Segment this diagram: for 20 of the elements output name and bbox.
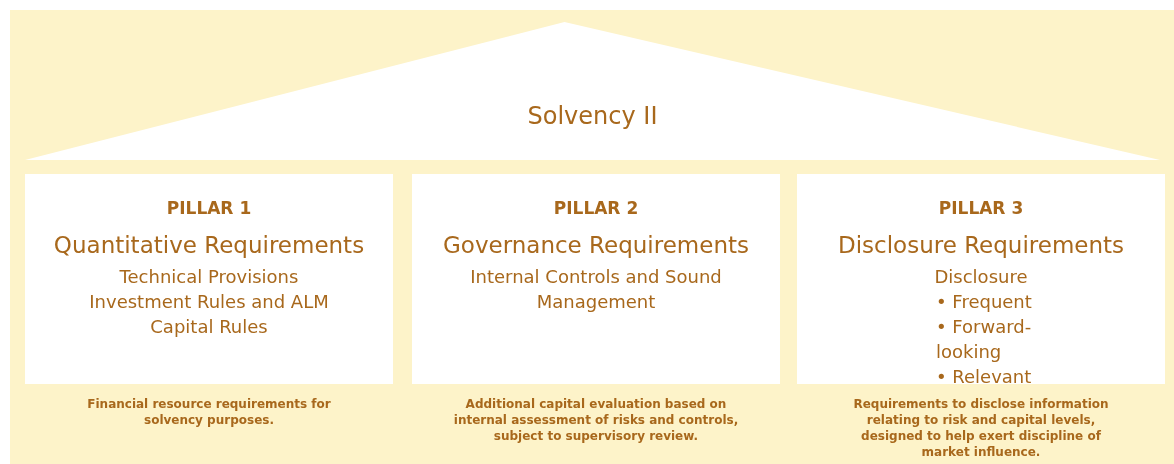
pillar-box (797, 174, 1165, 384)
pillar-item: Technical Provisions Investment Rules and ALM Capital Rules (88, 265, 330, 339)
pillar-number: PILLAR 3 (937, 198, 1025, 218)
pillar-caption: Requirements to disclose information relating to risk and capital levels, designed to help exert discipline of market influence. (852, 396, 1110, 460)
roof-title: Solvency II (526, 102, 659, 130)
pillar-heading: Disclosure Requirements (836, 232, 1126, 258)
pillar-box (25, 174, 393, 384)
pillar-heading: Governance Requirements (442, 232, 750, 258)
pillar-box (412, 174, 780, 384)
roof-triangle (25, 22, 1160, 160)
pillar-heading: Quantitative Requirements (52, 232, 366, 258)
pillar-number: PILLAR 2 (552, 198, 640, 218)
pillar-item: • Frequent (935, 290, 1033, 314)
pillar-caption: Financial resource requirements for solvency purposes. (86, 396, 332, 428)
pillar-number: PILLAR 1 (165, 198, 253, 218)
pillar-item: Internal Controls and Sound Management (469, 265, 723, 314)
pillar-item: • Forward-looking (935, 315, 1033, 364)
pillar-item: Disclosure (933, 265, 1029, 289)
pillar-item: • Relevant (935, 365, 1033, 389)
pillar-caption: Additional capital evaluation based on internal assessment of risks and controls, subject to supervisory review. (452, 396, 740, 444)
